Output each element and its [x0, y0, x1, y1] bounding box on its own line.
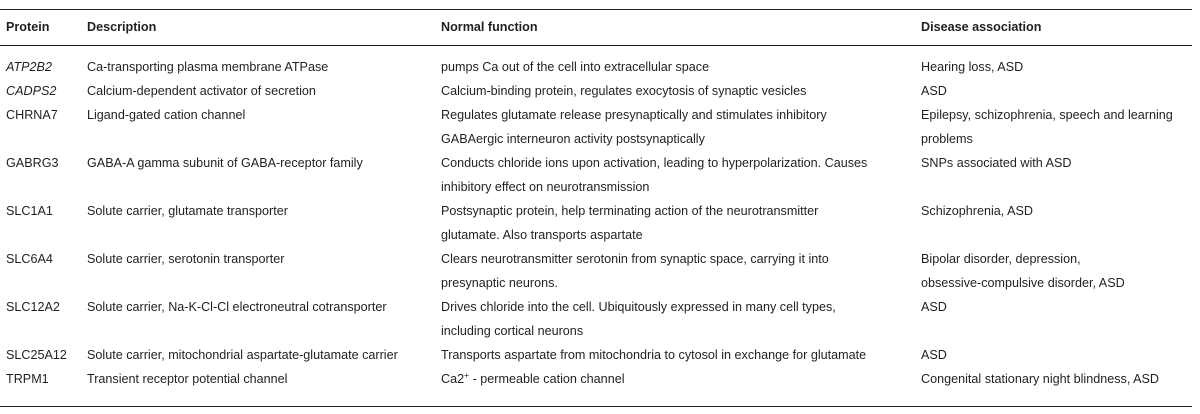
cell-disease-association-line: problems: [921, 132, 973, 146]
table-row: SLC12A2 Solute carrier, Na-K-Cl-Cl electr…: [0, 295, 1192, 343]
cell-normal-function-line: glutamate. Also transports aspartate: [441, 228, 643, 242]
cell-disease-association-line: Schizophrenia, ASD: [921, 204, 1034, 218]
cell-normal-function-line: GABAergic interneuron activity postsynap…: [441, 132, 705, 146]
table-row: ATP2B2 Ca-transporting plasma membrane AT…: [0, 55, 1192, 79]
table-row: SLC6A4 Solute carrier, serotonin transpor…: [0, 247, 1192, 295]
cell-protein: ATP2B2: [6, 60, 52, 74]
cell-description: Solute carrier, glutamate transporter: [87, 204, 288, 218]
cell-protein: CHRNA7: [6, 108, 58, 122]
table-row: SLC1A1 Solute carrier, glutamate transpor…: [0, 199, 1192, 247]
cell-normal-function-line: Regulates glutamate release presynaptica…: [441, 108, 827, 122]
cell-description: Transient receptor potential channel: [87, 372, 288, 386]
cell-protein: CADPS2: [6, 84, 57, 98]
cell-normal-function-plain: Ca2+ - permeable cation channel: [0, 367, 1, 368]
cell-protein: SLC6A4: [6, 252, 53, 266]
cell-disease-association-line: Hearing loss, ASD: [921, 60, 1024, 74]
cell-description: Solute carrier, Na-K-Cl-Cl electroneutra…: [87, 300, 387, 314]
cell-description: Ca-transporting plasma membrane ATPase: [87, 60, 329, 74]
cell-protein: TRPM1: [6, 372, 49, 386]
cell-normal-function-line: Postsynaptic protein, help terminating a…: [441, 204, 819, 218]
header-disease-association: Disease association: [921, 20, 1042, 34]
table-row: GABRG3 GABA-A gamma subunit of GABA-recep…: [0, 151, 1192, 199]
cell-normal-function-line: Drives chloride into the cell. Ubiquitou…: [441, 300, 836, 314]
cell-disease-association-line: ASD: [921, 300, 947, 314]
cell-protein: SLC25A12: [6, 348, 67, 362]
table-row: CADPS2 Calcium-dependent activator of sec…: [0, 79, 1192, 103]
cell-normal-function-line: pumps Ca out of the cell into extracellu…: [441, 60, 710, 74]
cell-description: Solute carrier, mitochondrial aspartate-…: [87, 348, 398, 362]
table-row: SLC25A12 Solute carrier, mitochondrial as…: [0, 343, 1192, 367]
header-description: Description: [87, 20, 157, 34]
cell-normal-function-line: including cortical neurons: [441, 324, 584, 338]
cell-normal-function-line: inhibitory effect on neurotransmission: [441, 180, 650, 194]
table-top-rule: [0, 9, 1192, 10]
cell-normal-function-line: Conducts chloride ions upon activation, …: [441, 156, 868, 170]
cell-disease-association-line: Congenital stationary night blindness, A…: [921, 372, 1160, 386]
cell-normal-function-line: Calcium-binding protein, regulates exocy…: [441, 84, 807, 98]
cell-protein: GABRG3: [6, 156, 59, 170]
header-protein: Protein: [6, 20, 50, 34]
cell-description: Ligand-gated cation channel: [87, 108, 246, 122]
cell-description: GABA-A gamma subunit of GABA-receptor fa…: [87, 156, 363, 170]
table-header-row: Protein Description Normal function Dise…: [0, 9, 1192, 45]
table-row: CHRNA7 Ligand-gated cation channel Regulat…: [0, 103, 1192, 151]
cell-protein: SLC1A1: [6, 204, 53, 218]
header-normal-function: Normal function: [441, 20, 538, 34]
table-header-rule: [0, 45, 1192, 46]
cell-disease-association-line: ASD: [921, 348, 947, 362]
cell-normal-function-line: Clears neurotransmitter serotonin from s…: [441, 252, 829, 266]
cell-disease-association-line: ASD: [921, 84, 947, 98]
cell-disease-association-line: obsessive-compulsive disorder, ASD: [921, 276, 1125, 290]
cell-disease-association-line: Bipolar disorder, depression,: [921, 252, 1081, 266]
table-row: TRPM1 Transient receptor potential channe…: [0, 367, 1192, 391]
cell-description: Calcium-dependent activator of secretion: [87, 84, 316, 98]
cell-normal-function-line: Transports aspartate from mitochondria t…: [441, 348, 867, 362]
function-text-prefix: Ca2: [441, 372, 465, 386]
function-text-suffix: - permeable cation channel: [469, 372, 625, 386]
cell-normal-function-line: presynaptic neurons.: [441, 276, 558, 290]
function-text-superscript: +: [464, 369, 470, 380]
cell-disease-association-line: Epilepsy, schizophrenia, speech and lear…: [921, 108, 1173, 122]
cell-disease-association-line: SNPs associated with ASD: [921, 156, 1072, 170]
table-bottom-rule: [0, 406, 1192, 407]
cell-normal-function: Ca2+ - permeable cation channel: [441, 367, 625, 391]
cell-description: Solute carrier, serotonin transporter: [87, 252, 285, 266]
cell-protein: SLC12A2: [6, 300, 60, 314]
